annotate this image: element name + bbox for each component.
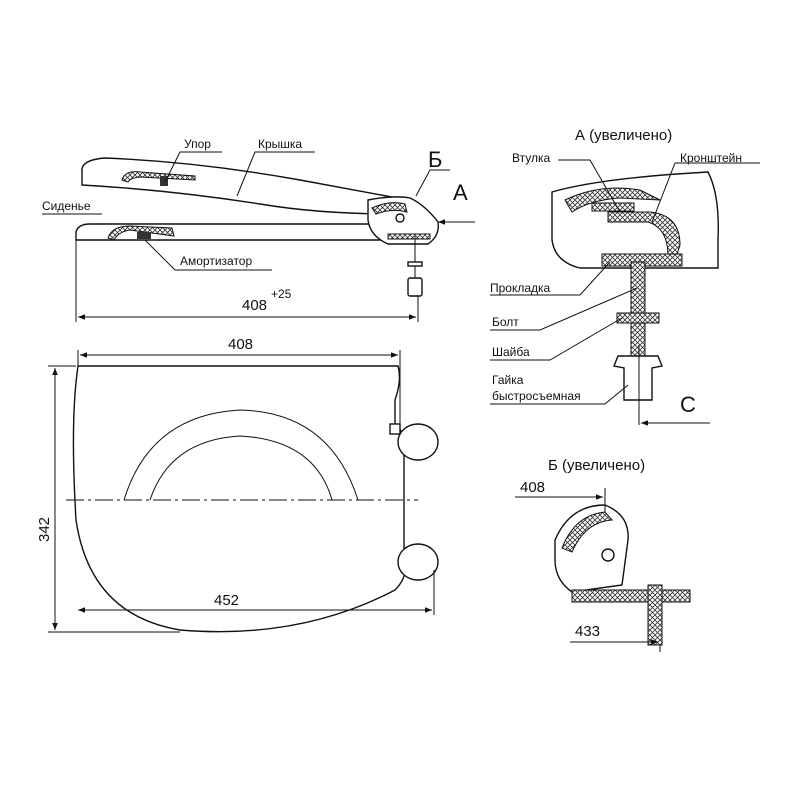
hinge-bottom: [397, 543, 439, 581]
lid-outline: [81, 157, 410, 215]
label-stop: Упор: [184, 137, 211, 151]
side-washer: [407, 261, 423, 267]
label-view-b: Б: [428, 147, 442, 172]
dimension-b-min: 408: [520, 479, 545, 496]
dimension-b-max: 433: [575, 623, 600, 640]
detail-b-title: Б (увеличено): [548, 457, 645, 474]
detail-b: Б (увеличено) 408 433: [515, 457, 691, 652]
seat-damper-section: [107, 225, 175, 241]
side-nut: [407, 277, 423, 297]
dimension-side-length: 408: [242, 297, 267, 314]
hinge-top: [397, 423, 439, 461]
side-view: Упор Крышка Сиденье Амортизатор Б А 408 …: [42, 137, 475, 322]
stop-part: [160, 176, 168, 186]
top-view: 408 342 452: [36, 336, 439, 633]
hinge-section: [371, 202, 408, 215]
detail-a: А (увеличено) Втулка Кронштейн Прокладка…: [490, 127, 760, 426]
dimension-side-tolerance: +25: [271, 287, 292, 301]
label-nut-line1: Гайка: [492, 373, 524, 387]
seat-top-outline: [72, 365, 407, 633]
seat-opening: [123, 409, 359, 501]
label-nut-line2: быстросъемная: [492, 389, 581, 403]
detail-b-plate: [571, 589, 691, 603]
detail-a-title: А (увеличено): [575, 127, 672, 144]
bushing: [591, 202, 635, 212]
dimension-top-width: 408: [228, 336, 253, 353]
detail-b-section: [561, 511, 614, 553]
detail-b-bolt: [647, 584, 663, 646]
label-c-mark: С: [680, 392, 696, 417]
damper-part: [137, 232, 151, 239]
detail-b-housing: [554, 504, 629, 593]
dimension-top-length: 452: [214, 592, 239, 609]
label-seat: Сиденье: [42, 199, 91, 213]
hinge-plate: [387, 233, 431, 240]
label-damper: Амортизатор: [180, 254, 252, 268]
quick-nut: [613, 355, 663, 401]
hinge-bolt-head: [389, 423, 401, 435]
washer: [616, 312, 660, 324]
lid-stop-section: [121, 171, 196, 183]
label-washer: Шайба: [492, 345, 530, 359]
label-bracket: Кронштейн: [680, 151, 742, 165]
detail-a-lid-section: [564, 187, 661, 213]
label-bolt: Болт: [492, 315, 519, 329]
label-view-a: А: [453, 180, 468, 205]
label-lid: Крышка: [258, 137, 302, 151]
hinge-pin: [395, 213, 405, 223]
dimension-top-height: 342: [36, 517, 53, 542]
label-bushing: Втулка: [512, 151, 550, 165]
label-gasket: Прокладка: [490, 281, 551, 295]
bolt: [630, 261, 646, 359]
